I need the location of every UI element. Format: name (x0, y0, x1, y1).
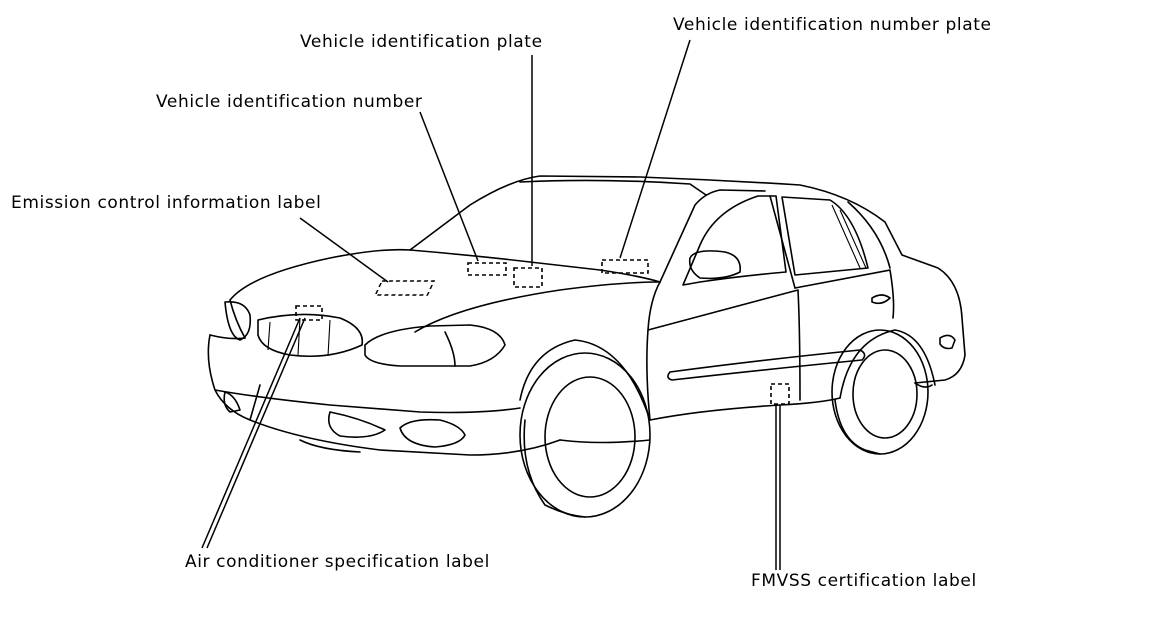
vin-plate-marker (601, 259, 649, 274)
callout-labels: Vehicle identification number plate Vehi… (11, 15, 992, 591)
ac-label-leader (201, 317, 306, 549)
ac-label: Air conditioner specification label (185, 552, 490, 572)
vin-leader (419, 111, 479, 262)
emission-label: Emission control information label (11, 193, 321, 213)
vin-plate-leader (619, 39, 691, 259)
leader-lines (201, 39, 781, 570)
vin-plate-label: Vehicle identification number plate (673, 15, 992, 35)
emission-leader (299, 217, 389, 283)
fmvss-label: FMVSS certification label (751, 571, 977, 591)
vin-marker (467, 262, 507, 276)
ac-label-marker (295, 305, 323, 321)
car-outline (207, 175, 966, 518)
vin-label: Vehicle identification number (156, 92, 423, 112)
fmvss-marker (770, 383, 790, 405)
vi-plate-label: Vehicle identification plate (300, 32, 543, 52)
label-location-markers (295, 259, 790, 405)
emission-label-marker (374, 280, 436, 296)
vi-plate-marker (513, 267, 543, 288)
fmvss-leader (775, 405, 781, 570)
